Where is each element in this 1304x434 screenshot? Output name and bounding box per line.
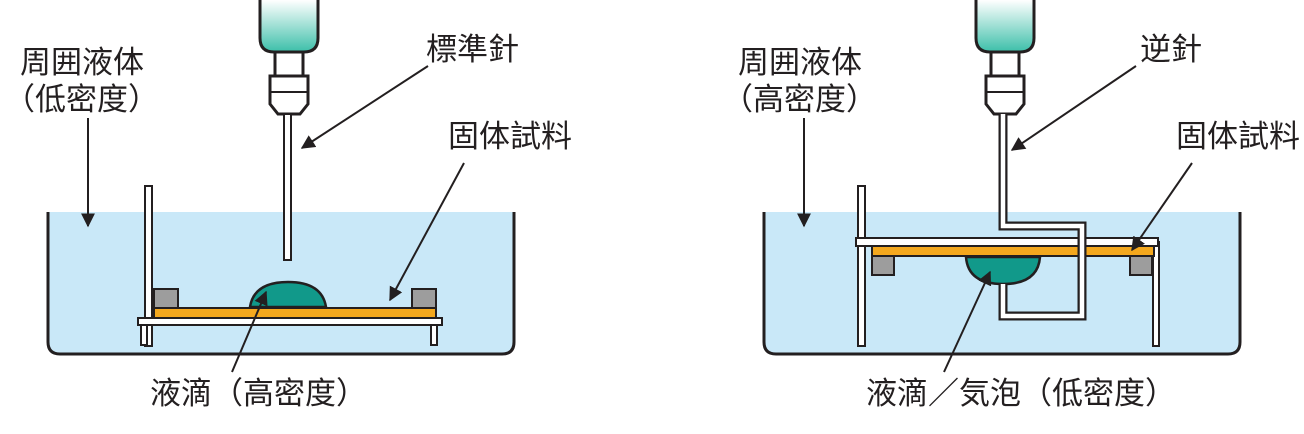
right-container bbox=[762, 212, 1242, 356]
left-surrounding-liquid-label: 周囲液体 bbox=[20, 45, 144, 81]
left-sample-label: 固体試料 bbox=[448, 119, 572, 155]
left-solid-sample bbox=[153, 307, 437, 319]
left-arrow-sample bbox=[389, 162, 465, 302]
right-needle-label: 逆針 bbox=[1140, 32, 1202, 68]
right-spacer-block bbox=[871, 255, 895, 276]
left-droplet-label: 液滴（高密度） bbox=[150, 376, 367, 412]
left-stand-post bbox=[144, 185, 153, 347]
left-arrow-needle bbox=[300, 65, 429, 149]
left-spacer-block bbox=[153, 288, 179, 309]
right-stand-post bbox=[1152, 241, 1160, 347]
left-stage bbox=[137, 317, 443, 326]
right-sample-label: 固体試料 bbox=[1176, 119, 1300, 155]
left-needle bbox=[283, 113, 292, 261]
left-spacer-block bbox=[411, 288, 437, 309]
right-inverted-needle-syringe bbox=[974, 0, 1087, 321]
left-needle-label: 標準針 bbox=[426, 32, 519, 68]
right-arrow-sample bbox=[1131, 162, 1193, 252]
right-arrow-needle bbox=[1010, 65, 1137, 151]
right-droplet-label: 液滴／気泡（低密度） bbox=[866, 376, 1176, 412]
left-surrounding-liquid-density-label: （低密度） bbox=[4, 82, 159, 118]
left-arrow-droplet bbox=[231, 290, 268, 373]
right-stage bbox=[855, 237, 1159, 247]
left-panel: 周囲液体 （低密度） 標準針 固体試料 液滴（高密度） bbox=[4, 0, 572, 412]
right-spacer-block bbox=[1129, 255, 1153, 276]
left-container bbox=[46, 212, 516, 356]
right-panel: 周囲液体 （高密度） 逆針 固体試料 液滴／気泡（低密度） bbox=[722, 0, 1300, 412]
right-arrow-droplet bbox=[943, 270, 992, 373]
right-stand-post bbox=[857, 185, 866, 347]
left-standard-needle-syringe bbox=[258, 0, 320, 261]
right-solid-sample bbox=[871, 245, 1155, 257]
right-surrounding-liquid-label: 周囲液体 bbox=[738, 45, 862, 81]
right-surrounding-liquid-density-label: （高密度） bbox=[722, 82, 877, 118]
